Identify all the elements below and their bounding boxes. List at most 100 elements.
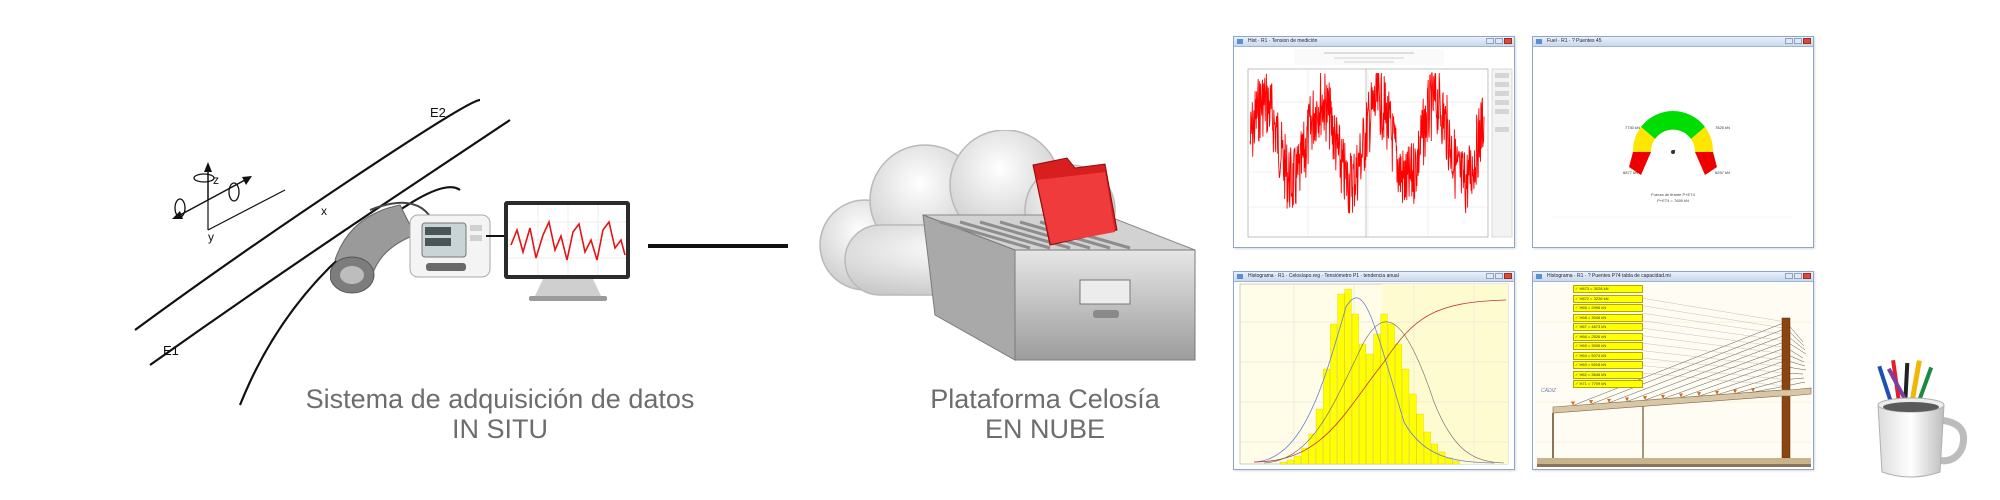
gauge-segment-green xyxy=(1641,110,1705,139)
stay-cable xyxy=(1644,347,1787,401)
stay-leader xyxy=(1640,297,1787,323)
maximize-button[interactable] xyxy=(1794,38,1802,44)
stay-cable xyxy=(1752,385,1787,393)
stay-leader xyxy=(1640,320,1787,342)
fit-curve-gray xyxy=(1263,321,1505,464)
histogram-bar xyxy=(1438,451,1446,465)
stay-cable xyxy=(1716,372,1787,396)
close-button[interactable] xyxy=(1504,38,1512,44)
window-timeseries-titlebar[interactable]: Hist · R1 · Tension de medición xyxy=(1234,37,1514,47)
stay-cable xyxy=(1590,328,1787,405)
stay-label: ✓ H68 = 3046 kN xyxy=(1573,313,1643,322)
maximize-button[interactable] xyxy=(1495,273,1503,279)
stay-cable xyxy=(1680,360,1787,398)
anchor-marker xyxy=(1589,400,1593,405)
anchor-marker xyxy=(1679,393,1683,398)
close-button[interactable] xyxy=(1504,273,1512,279)
stay-cable xyxy=(1734,379,1787,394)
anchor-marker xyxy=(1571,401,1575,406)
gauge-widget xyxy=(1553,110,1793,218)
pencil-mug-image xyxy=(1877,360,1967,478)
histogram-bar xyxy=(1301,447,1309,465)
histogram-bar xyxy=(1287,459,1294,465)
timeseries-signal xyxy=(1249,72,1485,214)
window-timeseries[interactable]: Hist · R1 · Tension de medición xyxy=(1233,36,1515,248)
histogram-bar xyxy=(1409,393,1417,465)
stay-label: ✓ H67 = 4673 kN xyxy=(1573,323,1643,331)
maximize-button[interactable] xyxy=(1495,38,1503,44)
histogram-plot xyxy=(1239,283,1509,465)
close-button[interactable] xyxy=(1803,273,1811,279)
window-histogram-title: Histograma · R1 · Celosíapo.reg · Tensió… xyxy=(1248,273,1399,279)
label-axis-x: x xyxy=(321,204,327,218)
histogram-bar xyxy=(1402,368,1410,465)
histogram-bars xyxy=(1279,288,1460,465)
minimize-button[interactable] xyxy=(1486,273,1494,279)
histogram-bar xyxy=(1359,343,1366,465)
label-axis-y: y xyxy=(208,230,214,244)
histogram-bar xyxy=(1330,323,1338,465)
pdf-curve-blue xyxy=(1253,297,1495,464)
window-histogram[interactable]: Histograma · R1 · Celosíapo.reg · Tensió… xyxy=(1233,271,1515,470)
histogram-bar xyxy=(1373,333,1381,465)
label-e2: E2 xyxy=(430,105,446,120)
app-icon xyxy=(1237,274,1243,279)
window-gauge-titlebar[interactable]: Fuel · R1 · ? Puentes 45 xyxy=(1533,37,1813,47)
stay-leader xyxy=(1640,327,1787,348)
gauge-info-line1: Fuerza de tirante P+ET4 xyxy=(1651,192,1695,197)
stay-leader xyxy=(1640,342,1787,361)
caption-cloud-line1: Plataforma Celosía xyxy=(930,384,1160,414)
stay-label: ✓ H62 = 3646 kN xyxy=(1573,370,1643,379)
caption-in-situ-line1: Sistema de adquisición de datos xyxy=(305,384,695,414)
caption-cloud-line2: EN NUBE xyxy=(984,414,1106,444)
minimize-button[interactable] xyxy=(1785,38,1793,44)
gauge-label-bottom-left: 6877 kN xyxy=(1623,170,1638,175)
window-bridge-title: Histograma · R1 · ? Puentes P74 tabla de… xyxy=(1547,273,1671,279)
gauge-label-bottom-right: 8257 kN xyxy=(1715,170,1730,175)
gauge-segment-red-right xyxy=(1695,152,1717,175)
histogram-bar xyxy=(1416,413,1424,465)
stay-leader xyxy=(1640,335,1787,355)
stay-cable xyxy=(1626,340,1787,402)
histogram-bar xyxy=(1308,433,1316,465)
connector-line xyxy=(648,244,788,248)
window-gauge-title: Fuel · R1 · ? Puentes 45 xyxy=(1547,38,1602,44)
stay-label: ✓ H65 = 2996 kN xyxy=(1573,304,1643,312)
stay-leader xyxy=(1640,305,1787,329)
histogram-bar xyxy=(1344,288,1352,465)
window-gauge[interactable]: Fuel · R1 · ? Puentes 45 7730 kN 7825 kN… xyxy=(1532,36,1814,248)
timeseries-plot xyxy=(1247,49,1513,238)
anchor-marker xyxy=(1697,392,1701,397)
minimize-button[interactable] xyxy=(1785,273,1793,279)
window-bridge-titlebar[interactable]: Histograma · R1 · ? Puentes P74 tabla de… xyxy=(1533,272,1813,282)
stay-leader xyxy=(1640,312,1787,335)
anchor-marker xyxy=(1715,390,1719,395)
histogram-bar xyxy=(1279,461,1287,465)
gauge-label-top-right: 7825 kN xyxy=(1715,125,1730,130)
bridge-watermark: CÁDIZ xyxy=(1541,388,1556,394)
gauge-segment-red-left xyxy=(1629,152,1651,175)
stay-label: ✓ H71 = 7709 kN xyxy=(1573,380,1643,388)
stay-cable xyxy=(1608,334,1787,404)
anchor-marker xyxy=(1625,397,1629,402)
caption-in-situ-line2: IN SITU xyxy=(451,414,548,444)
histogram-bar xyxy=(1315,408,1323,465)
window-bridge[interactable]: Histograma · R1 · ? Puentes P74 tabla de… xyxy=(1532,271,1814,470)
window-histogram-titlebar[interactable]: Histograma · R1 · Celosíapo.reg · Tensió… xyxy=(1234,272,1514,282)
histogram-bar xyxy=(1366,353,1374,465)
caption-cloud: Plataforma Celosía EN NUBE xyxy=(870,384,1220,444)
window-timeseries-title: Hist · R1 · Tension de medición xyxy=(1248,38,1318,44)
connector-line-small xyxy=(486,235,504,237)
edge-line-e1 xyxy=(134,98,481,331)
maximize-button[interactable] xyxy=(1794,273,1802,279)
histogram-bar xyxy=(1452,460,1460,465)
cdf-curve-red xyxy=(1253,299,1507,463)
sensor-device-image xyxy=(330,201,491,294)
close-button[interactable] xyxy=(1803,38,1811,44)
cloud-archive-image xyxy=(819,130,1196,361)
label-axis-z: z xyxy=(213,173,219,187)
app-icon xyxy=(1536,274,1542,279)
caption-in-situ: Sistema de adquisición de datos IN SITU xyxy=(290,384,710,444)
histogram-bar xyxy=(1380,313,1388,465)
minimize-button[interactable] xyxy=(1486,38,1494,44)
